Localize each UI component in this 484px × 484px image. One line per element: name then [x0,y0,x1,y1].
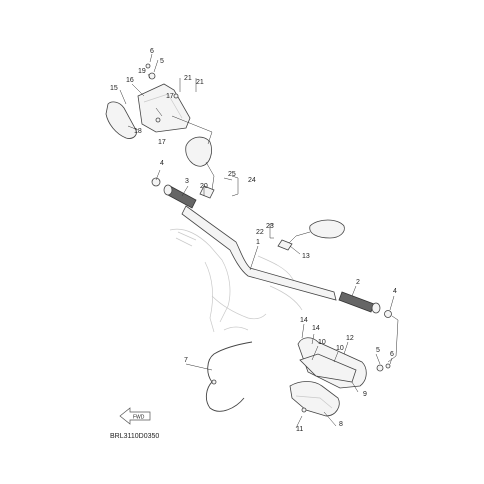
diagram-code: BRL3110D0350 [110,433,159,440]
right-grip [338,291,392,318]
leader-lines [119,53,395,429]
callout-21-a: 21 [184,75,192,82]
callout-6-bottom: 6 [390,351,394,358]
callout-14-a: 14 [300,317,308,324]
callout-10-right: 10 [336,345,344,352]
callout-4-left: 4 [160,160,164,167]
cable [205,341,253,412]
callout-9: 9 [363,391,367,398]
callout-22: 22 [256,229,264,236]
left-hand-guard [105,63,191,139]
fwd-label: FWD [133,415,145,421]
callout-6-top: 6 [150,48,154,55]
ghost-frame [169,228,303,333]
callout-brackets [171,78,399,363]
callout-11: 11 [296,426,303,433]
callout-24: 24 [248,177,256,184]
callout-16: 16 [126,77,134,84]
callout-15: 15 [110,85,118,92]
callout-13: 13 [302,253,310,260]
callout-17-a: 17 [166,93,174,100]
callout-12: 12 [346,335,354,342]
fwd-arrow-icon: FWD [119,407,151,425]
callout-10-left: 10 [318,339,326,346]
callout-7: 7 [184,357,188,364]
callout-3: 3 [185,178,189,185]
callout-25: 25 [228,171,236,178]
right-hand-guard [289,337,391,417]
callout-23: 23 [266,223,274,230]
handlebar [181,205,337,301]
callout-18: 18 [134,128,142,135]
callout-5-bottom: 5 [376,347,380,354]
left-mirror [185,136,215,199]
left-grip [151,177,197,209]
callout-8: 8 [339,421,343,428]
callout-21-b: 21 [196,79,204,86]
right-mirror [277,219,345,251]
callout-1: 1 [256,239,260,246]
callout-17-b: 17 [158,139,166,146]
callout-numbers: 1 2 3 4 4 5 5 6 6 7 8 9 10 10 11 12 13 1… [110,48,397,433]
callout-4-right: 4 [393,288,397,295]
callout-5-top: 5 [160,58,164,65]
callout-20: 20 [200,183,208,190]
callout-2: 2 [356,279,360,286]
callout-19: 19 [138,68,146,75]
callout-14-b: 14 [312,325,320,332]
